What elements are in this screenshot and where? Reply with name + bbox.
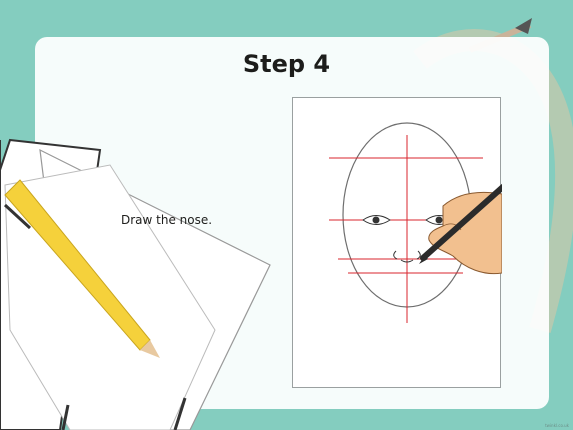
credit-text: twinkl.co.uk — [545, 423, 569, 428]
instruction-text: Draw the nose. — [121, 213, 212, 227]
drawing-illustration — [292, 97, 501, 388]
face-sketch — [293, 98, 502, 389]
left-eye — [363, 216, 390, 225]
